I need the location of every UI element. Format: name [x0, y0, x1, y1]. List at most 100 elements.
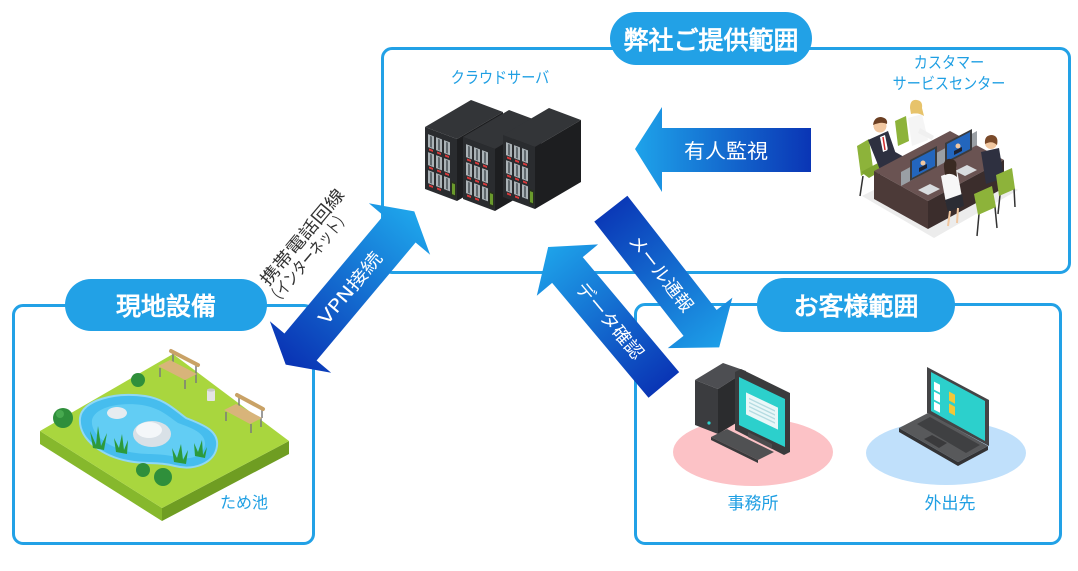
server-rack-icon: [425, 100, 581, 211]
person: [868, 117, 906, 170]
customer-service-center-label-line1: カスタマー: [913, 53, 985, 72]
document-line: [749, 405, 775, 420]
region-provider-title: 弊社ご提供範囲: [610, 12, 812, 65]
region-customer-title: お客様範囲: [757, 278, 955, 332]
region-site-title: 現地設備: [65, 279, 267, 331]
chair-leg: [994, 206, 998, 229]
person-tie: [882, 136, 886, 151]
bench: [158, 349, 200, 389]
shrub: [154, 468, 172, 486]
document-on-screen: [746, 392, 778, 430]
bench-seat: [224, 404, 262, 424]
arrow-left-icon: [536, 244, 680, 398]
bench-back: [169, 349, 200, 367]
trash-bin: [207, 390, 215, 401]
arrow-right-icon: [594, 195, 733, 349]
pond-label: ため池: [219, 493, 269, 512]
document-line: [749, 401, 775, 416]
chair: [974, 186, 998, 237]
call-center-icon: [857, 99, 1018, 238]
monitor: [945, 129, 972, 164]
rack-top: [425, 100, 503, 139]
desk-front-left: [874, 171, 928, 229]
ground-side-left: [40, 431, 162, 521]
person-hair: [910, 99, 924, 116]
laptop-keyboard: [917, 417, 980, 453]
grass-tuft: [90, 426, 107, 450]
rack-top: [503, 108, 581, 147]
chair-back: [857, 139, 873, 176]
keyboard: [711, 429, 774, 460]
chair-back: [974, 186, 996, 215]
chair-back: [996, 168, 1015, 196]
ground-side-right: [162, 441, 289, 521]
customer-service-center-label-line2: サービスセンター: [892, 74, 1006, 93]
monitor-stand: [748, 432, 772, 449]
arrow-left-icon: [635, 107, 811, 192]
shrub: [136, 463, 150, 477]
chair: [996, 168, 1016, 215]
chair-leg: [859, 175, 864, 197]
cloud-server-label: クラウドサーバ: [450, 68, 550, 87]
file-icon: [934, 401, 940, 413]
video-call-person-body: [919, 164, 927, 172]
pond-icon: [40, 349, 289, 521]
document-line: [749, 397, 775, 412]
rock-highlight: [136, 422, 162, 438]
video-call-person: [955, 143, 961, 149]
person-hair: [943, 158, 957, 177]
shrub-highlight: [56, 410, 64, 418]
server-rack: [503, 108, 581, 209]
monitoring-label: 有人監視: [684, 139, 768, 163]
laptop-trackpad: [924, 435, 947, 448]
file-icon: [934, 391, 940, 403]
folder-icon: [949, 403, 955, 416]
video-call-person: [920, 160, 926, 166]
video-call-person-body: [954, 147, 962, 155]
laptop-icon: [866, 367, 1026, 485]
keyboard: [918, 184, 940, 195]
desktop-computer-icon: [673, 363, 833, 486]
grass-tuft: [172, 444, 188, 464]
chair-leg: [1013, 187, 1016, 208]
grass-tuft: [114, 434, 128, 454]
person: [908, 99, 934, 146]
person-arm: [918, 128, 934, 140]
document-line: [749, 409, 775, 424]
outside-label: 外出先: [924, 494, 976, 514]
trash-bin-top: [207, 388, 215, 392]
office-label: 事務所: [727, 494, 779, 514]
person: [941, 158, 964, 227]
screen-icons: [934, 381, 955, 416]
bench-seat: [158, 360, 197, 380]
rack-top: [463, 110, 541, 149]
rack-side: [535, 120, 581, 209]
grass-tuft: [194, 440, 207, 458]
monitor: [910, 146, 937, 181]
person-body: [908, 114, 928, 146]
tower-top: [695, 363, 746, 389]
shrub: [131, 373, 145, 387]
chair-back: [895, 116, 909, 146]
person-hair: [873, 117, 888, 125]
laptop-screen: [931, 372, 985, 441]
bench: [224, 393, 265, 433]
keyboard-edge: [711, 437, 758, 463]
shrub: [53, 408, 73, 428]
power-led: [707, 421, 711, 425]
chair-leg: [976, 213, 980, 237]
keyboard: [955, 165, 977, 176]
person-leg: [956, 207, 959, 224]
person-hair: [984, 135, 998, 145]
chair-leg: [997, 194, 1001, 215]
chair: [895, 116, 909, 146]
person-body: [941, 170, 962, 203]
person-leg: [947, 210, 951, 227]
bench-back: [235, 393, 265, 411]
folder-icon: [949, 391, 955, 404]
customer-service-center-label: カスタマー サービスセンター: [893, 52, 1006, 94]
file-icon: [934, 381, 940, 393]
double-arrow-icon: [269, 203, 431, 373]
tower-front: [695, 380, 718, 434]
